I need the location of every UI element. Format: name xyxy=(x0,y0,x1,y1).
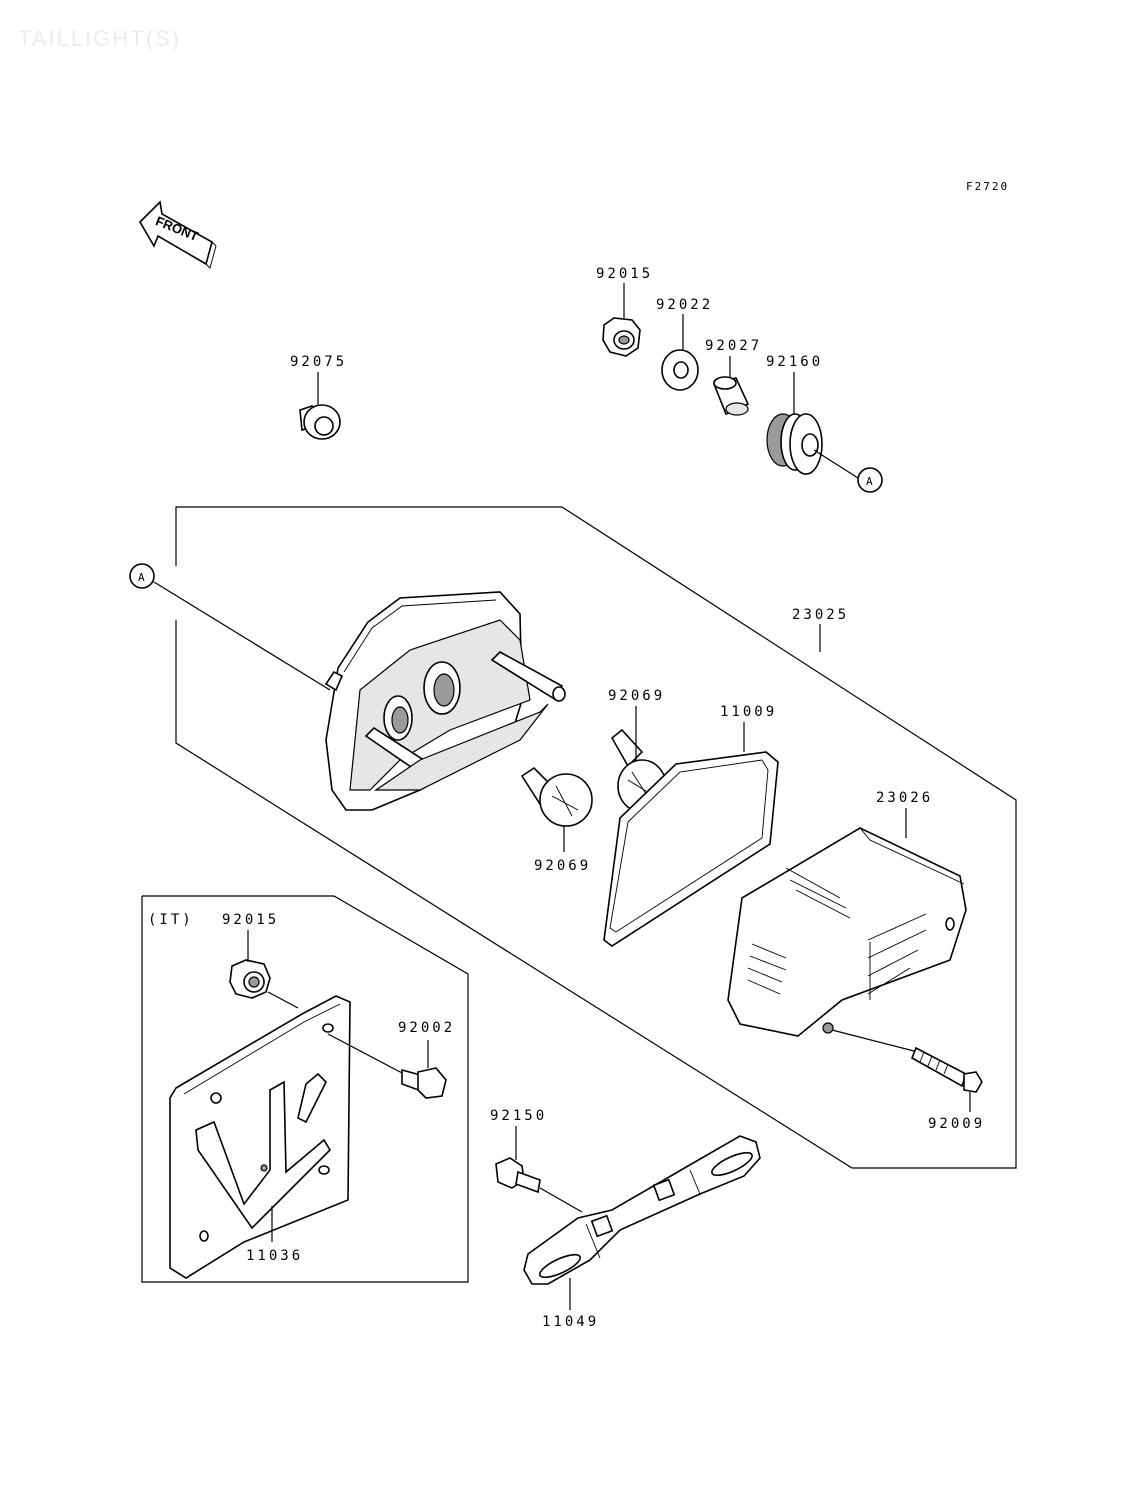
gasket-11009 xyxy=(603,751,779,947)
label-92027: 92027 xyxy=(705,338,762,354)
screw-92009 xyxy=(910,1046,983,1093)
label-92075: 92075 xyxy=(290,354,347,370)
label-11036: 11036 xyxy=(246,1248,303,1264)
lens-23026 xyxy=(727,827,967,1037)
nut-92015-inset xyxy=(229,959,271,999)
label-92069-lower: 92069 xyxy=(534,858,591,874)
label-11009: 11009 xyxy=(720,704,777,720)
license-plate-bracket-11036 xyxy=(169,995,351,1279)
front-arrow-icon: FRONT xyxy=(138,200,217,269)
inset-label: (IT) xyxy=(148,912,194,928)
cap-92075 xyxy=(299,404,341,440)
label-92069-upper: 92069 xyxy=(608,688,665,704)
nut-92015-top xyxy=(602,317,641,357)
svg-text:A: A xyxy=(138,571,147,584)
label-92150: 92150 xyxy=(490,1108,547,1124)
label-92022: 92022 xyxy=(656,297,713,313)
grommet-92160 xyxy=(766,413,823,475)
figure-code: F2720 xyxy=(966,180,1009,193)
washer-92022 xyxy=(661,349,699,391)
label-92002: 92002 xyxy=(398,1020,455,1036)
inset-frame-it xyxy=(141,895,469,1283)
label-92009: 92009 xyxy=(928,1116,985,1132)
label-92015-inset: 92015 xyxy=(222,912,279,928)
label-23025: 23025 xyxy=(792,607,849,623)
callout-a-top xyxy=(857,467,883,493)
svg-text:A: A xyxy=(866,475,875,488)
collar-92027 xyxy=(712,376,750,416)
callout-a-left xyxy=(129,563,155,589)
assembly-frame-23025 xyxy=(175,506,1017,1169)
taillight-base xyxy=(324,591,566,811)
label-92160: 92160 xyxy=(766,354,823,370)
label-92015-top: 92015 xyxy=(596,266,653,282)
mounting-bracket-11049 xyxy=(523,1135,761,1285)
bolt-92150 xyxy=(495,1157,541,1194)
label-11049: 11049 xyxy=(542,1314,599,1330)
page-title: TAILLIGHT(S) xyxy=(18,26,181,51)
label-23026: 23026 xyxy=(876,790,933,806)
bulb-92069-lower xyxy=(520,766,593,827)
bolt-92002 xyxy=(401,1067,447,1099)
